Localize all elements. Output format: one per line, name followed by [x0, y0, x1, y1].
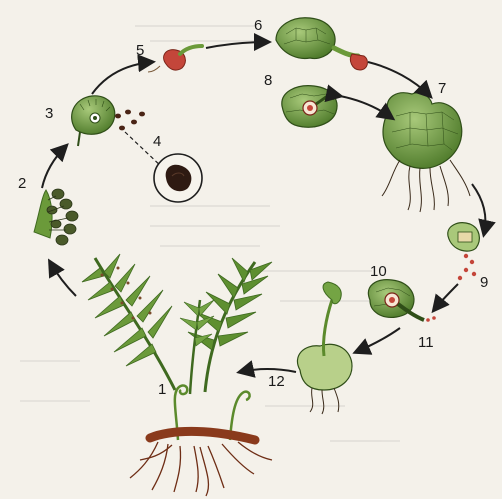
label-1: 1 [158, 381, 166, 398]
label-5: 5 [136, 42, 144, 59]
label-10: 10 [370, 263, 387, 280]
label-3: 3 [45, 105, 53, 122]
label-4: 4 [153, 133, 161, 150]
label-2: 2 [18, 175, 26, 192]
label-9: 9 [480, 274, 488, 291]
label-11: 11 [418, 334, 434, 351]
label-6: 6 [254, 17, 262, 34]
label-12: 12 [268, 373, 285, 390]
archegonium-magnified [282, 86, 337, 128]
label-8: 8 [264, 72, 272, 89]
label-7: 7 [438, 80, 446, 97]
